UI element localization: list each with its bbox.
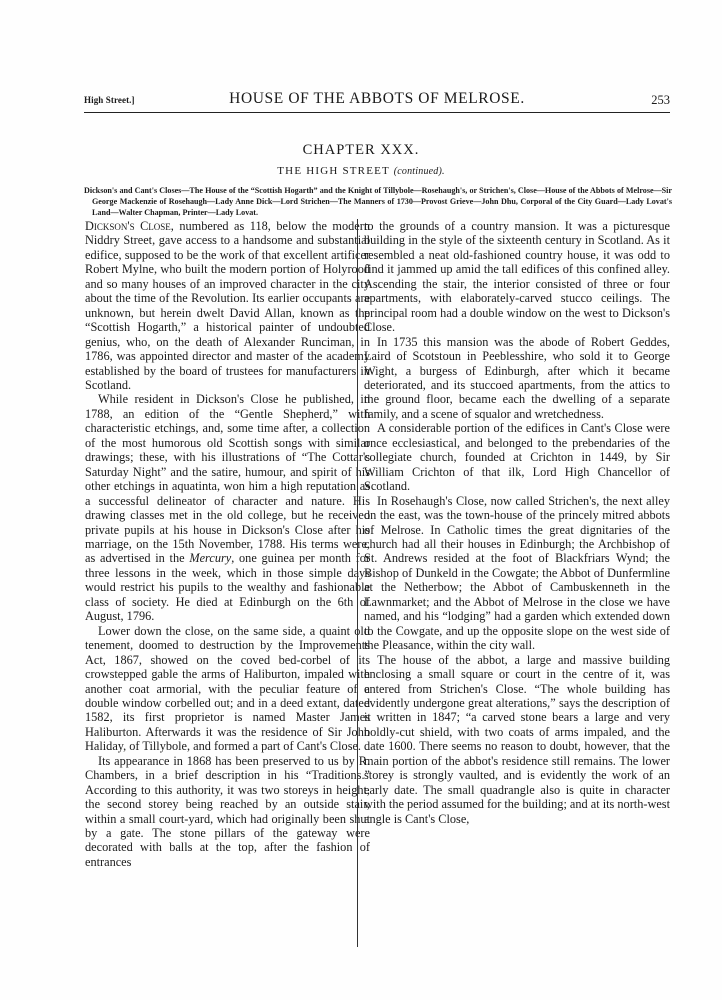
paragraph: While resident in Dickson's Close he pub… [85,392,370,623]
newspaper-title: Mercury [189,551,232,566]
paragraph-text: , one guinea per month for three lessons… [85,551,370,624]
paragraph-lead: Dickson's Close, [85,219,174,233]
paragraph: Its appearance in 1868 has been preserve… [85,753,370,869]
paragraph: A considerable portion of the edifices i… [364,421,670,494]
paragraph-text: numbered as 118, below the modern Niddry… [85,219,370,392]
right-column: to the grounds of a country mansion. It … [364,219,670,826]
left-column: Dickson's Close, numbered as 118, below … [85,219,370,869]
header-rule [84,112,670,113]
chapter-subtitle-note: (continued). [393,166,445,177]
paragraph: The house of the abbot, a large and mass… [364,652,670,826]
paragraph: In Rosehaugh's Close, now called Striche… [364,493,670,653]
running-head-title: HOUSE OF THE ABBOTS OF MELROSE. [229,90,525,107]
chapter-title: CHAPTER XXX. [302,142,420,158]
chapter-subtitle-text: THE HIGH STREET [277,165,390,177]
chapter-subtitle: THE HIGH STREET (continued). [0,165,722,177]
page-number: 253 [651,93,670,107]
chapter-synopsis: Dickson's and Cant's Closes—The House of… [84,186,672,217]
paragraph: Dickson's Close, numbered as 118, below … [85,219,370,392]
running-head-section: High Street.] [84,95,135,105]
paragraph-text: While resident in Dickson's Close he pub… [85,392,370,566]
paragraph: In 1735 this mansion was the abode of Ro… [364,334,670,421]
paragraph: Lower down the close, on the same side, … [85,623,370,754]
paragraph: to the grounds of a country mansion. It … [364,219,670,335]
running-head: High Street.] HOUSE OF THE ABBOTS OF MEL… [84,90,670,110]
column-divider [357,219,358,947]
